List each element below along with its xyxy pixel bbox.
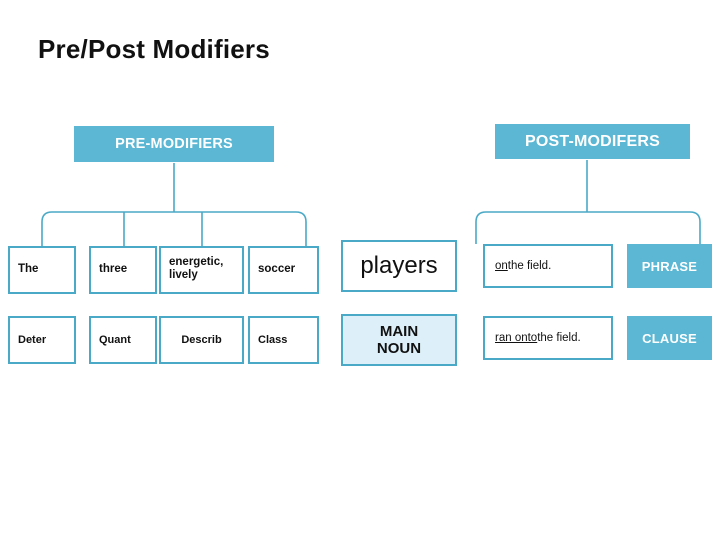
post-modifier-example-phrase: on the field. [483, 244, 613, 288]
main-noun-label-line2: NOUN [376, 340, 422, 357]
pre-modifier-label-4: Class [248, 316, 319, 364]
post-modifier-phrase-underlined: on [495, 260, 508, 272]
post-bracket [475, 211, 701, 244]
page-title: Pre/Post Modifiers [38, 34, 270, 64]
pre-bracket [41, 211, 307, 246]
post-modifier-clause-rest: the field. [537, 332, 581, 344]
pre-modifier-label-1: Deter [8, 316, 76, 364]
post-modifier-tag-phrase: PHRASE [627, 244, 712, 288]
pre-modifier-word-2: three [89, 246, 157, 294]
post-modifier-clause-underlined: ran onto [495, 332, 538, 344]
main-noun-label-line1: MAIN [379, 322, 419, 340]
main-noun-label: MAIN NOUN [341, 314, 457, 366]
pre-modifier-word-1: The [8, 246, 76, 294]
post-modifier-example-clause: ran onto the field. [483, 316, 613, 360]
post-modifiers-header: POST-MODIFERS [495, 124, 690, 159]
pre-modifier-word-4: soccer [248, 246, 319, 294]
pre-modifier-label-3: Describ [159, 316, 244, 364]
pre-modifier-word-3: energetic, lively [159, 246, 244, 294]
pre-modifier-label-2: Quant [89, 316, 157, 364]
post-modifier-phrase-rest: the field. [507, 260, 552, 272]
main-noun-word: players [341, 240, 457, 292]
pre-modifiers-header: PRE-MODIFIERS [74, 126, 274, 162]
post-modifier-tag-clause: CLAUSE [627, 316, 712, 360]
